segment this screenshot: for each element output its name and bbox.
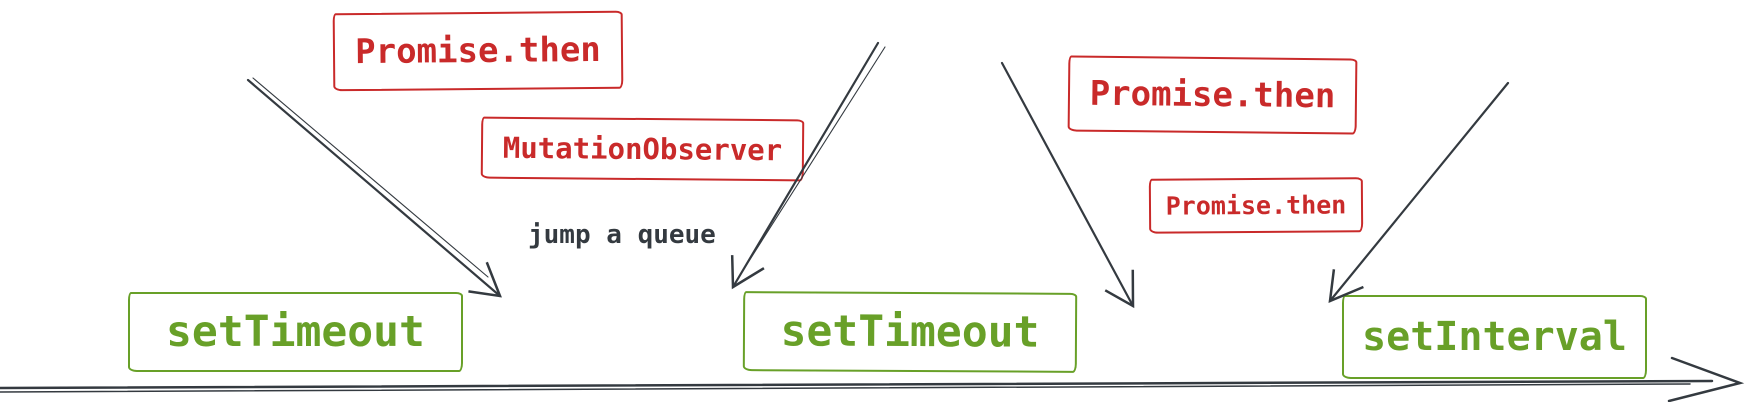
- box-setinterval: setInterval: [1342, 295, 1647, 379]
- box-mutation-observer: MutationObserver: [480, 116, 805, 182]
- box-settimeout-1-label: setTimeout: [166, 307, 425, 357]
- box-promise-then-1: Promise.then: [332, 10, 624, 92]
- box-promise-then-1-label: Promise.then: [355, 29, 601, 73]
- arrow-to-settimeout-1: [246, 77, 502, 298]
- box-promise-then-2: Promise.then: [1067, 55, 1358, 135]
- box-promise-then-2-label: Promise.then: [1089, 73, 1336, 117]
- box-promise-then-3-label: Promise.then: [1165, 190, 1347, 221]
- box-settimeout-2: setTimeout: [742, 291, 1078, 373]
- box-settimeout-2-label: setTimeout: [780, 306, 1040, 358]
- box-promise-then-3: Promise.then: [1148, 177, 1364, 234]
- box-mutation-observer-label: MutationObserver: [502, 130, 783, 168]
- box-settimeout-1: setTimeout: [128, 292, 463, 372]
- jump-queue-note: jump a queue: [528, 220, 716, 250]
- box-setinterval-label: setInterval: [1362, 314, 1627, 360]
